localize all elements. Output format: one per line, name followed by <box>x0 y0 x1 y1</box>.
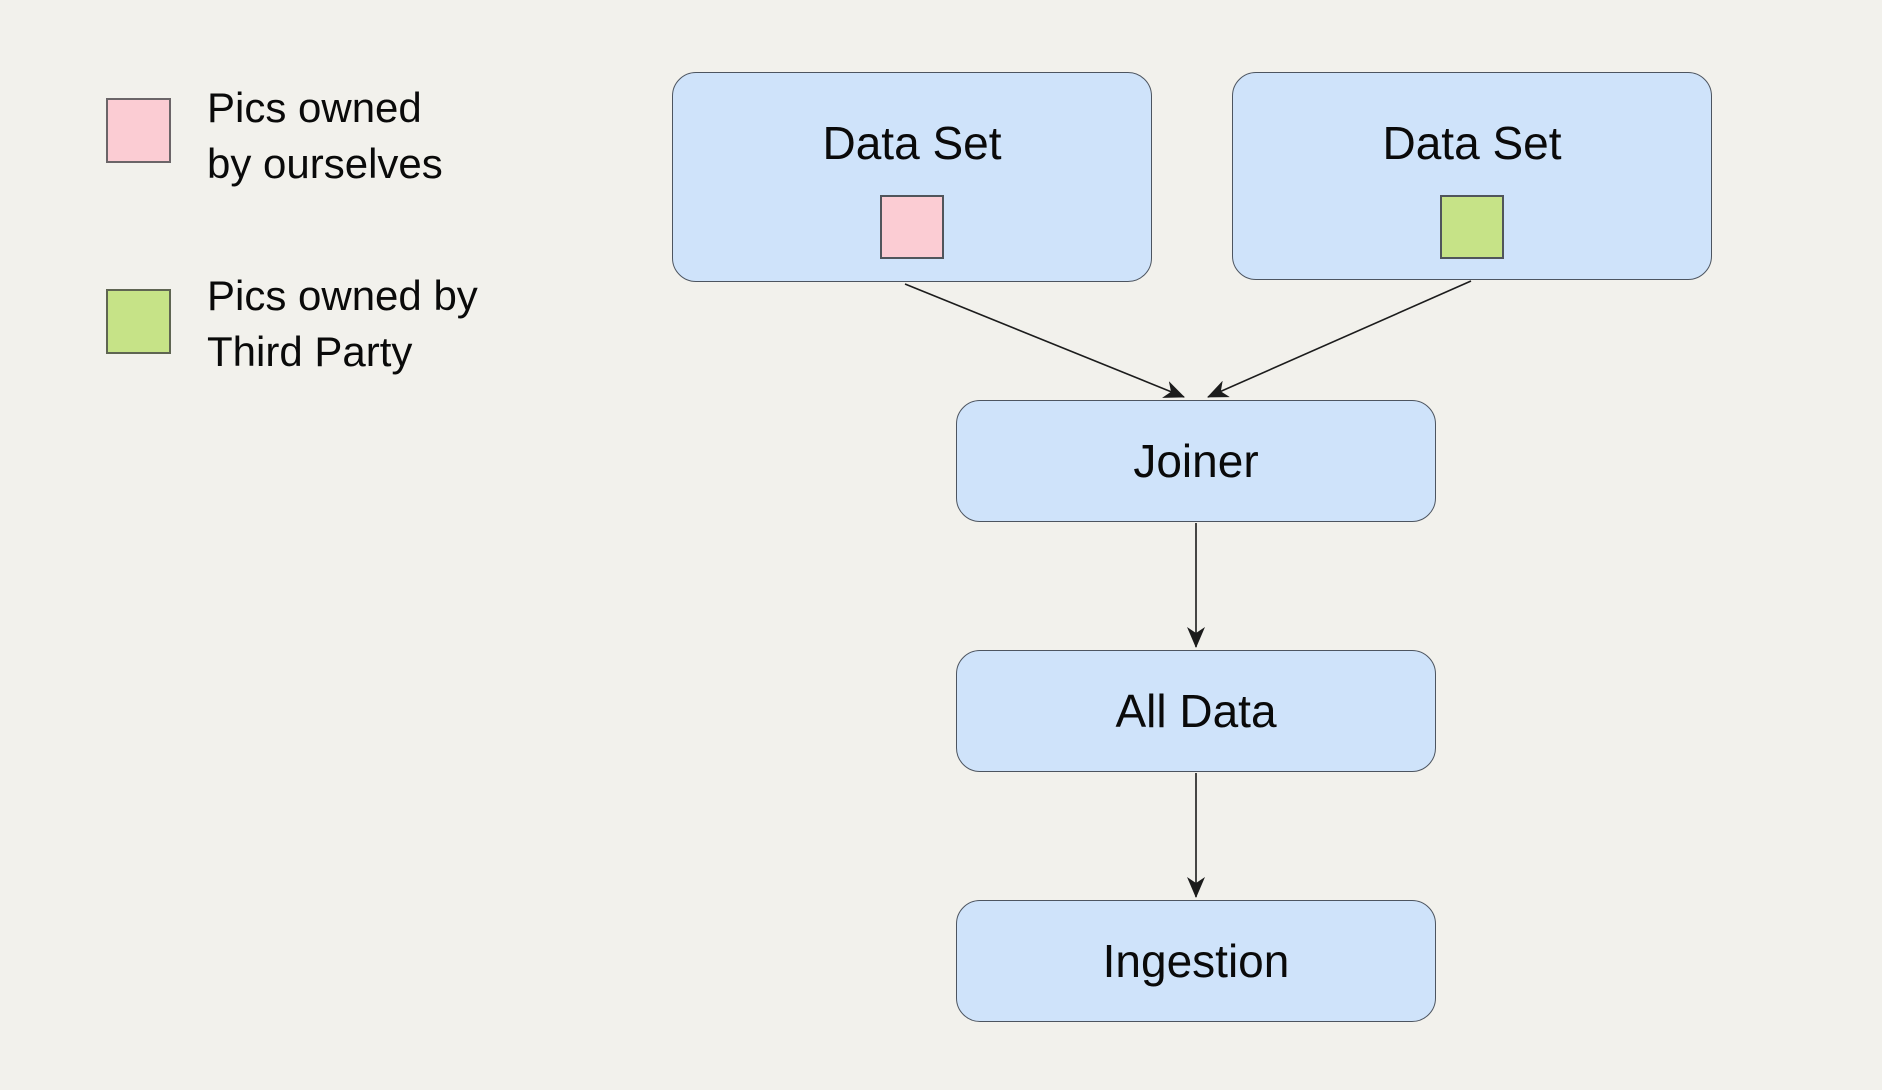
green-legend-swatch <box>106 289 171 354</box>
node-label: Data Set <box>1382 117 1562 169</box>
node-label: Ingestion <box>1102 935 1290 987</box>
node-all-data[interactable]: All Data <box>956 650 1436 772</box>
legend-label-line: Pics owned <box>207 84 422 131</box>
node-joiner[interactable]: Joiner <box>956 400 1436 522</box>
edge-dataset-left-to-joiner <box>904 283 1185 398</box>
node-dataset-right[interactable]: Data Set <box>1232 72 1712 280</box>
legend-label-ours: Pics owned by ourselves <box>207 80 443 192</box>
node-label: All Data <box>1115 685 1277 737</box>
node-label: Joiner <box>1133 435 1259 487</box>
node-label: Data Set <box>822 117 1002 169</box>
legend-label-line: by ourselves <box>207 140 443 187</box>
edge-dataset-right-to-joiner <box>1207 280 1472 398</box>
green-marker <box>1440 195 1504 259</box>
legend-label-third-party: Pics owned by Third Party <box>207 268 478 380</box>
pink-marker <box>880 195 944 259</box>
node-dataset-left[interactable]: Data Set <box>672 72 1152 282</box>
legend-label-line: Third Party <box>207 328 413 375</box>
legend-label-line: Pics owned by <box>207 272 478 319</box>
node-ingestion[interactable]: Ingestion <box>956 900 1436 1022</box>
pink-legend-swatch <box>106 98 171 163</box>
